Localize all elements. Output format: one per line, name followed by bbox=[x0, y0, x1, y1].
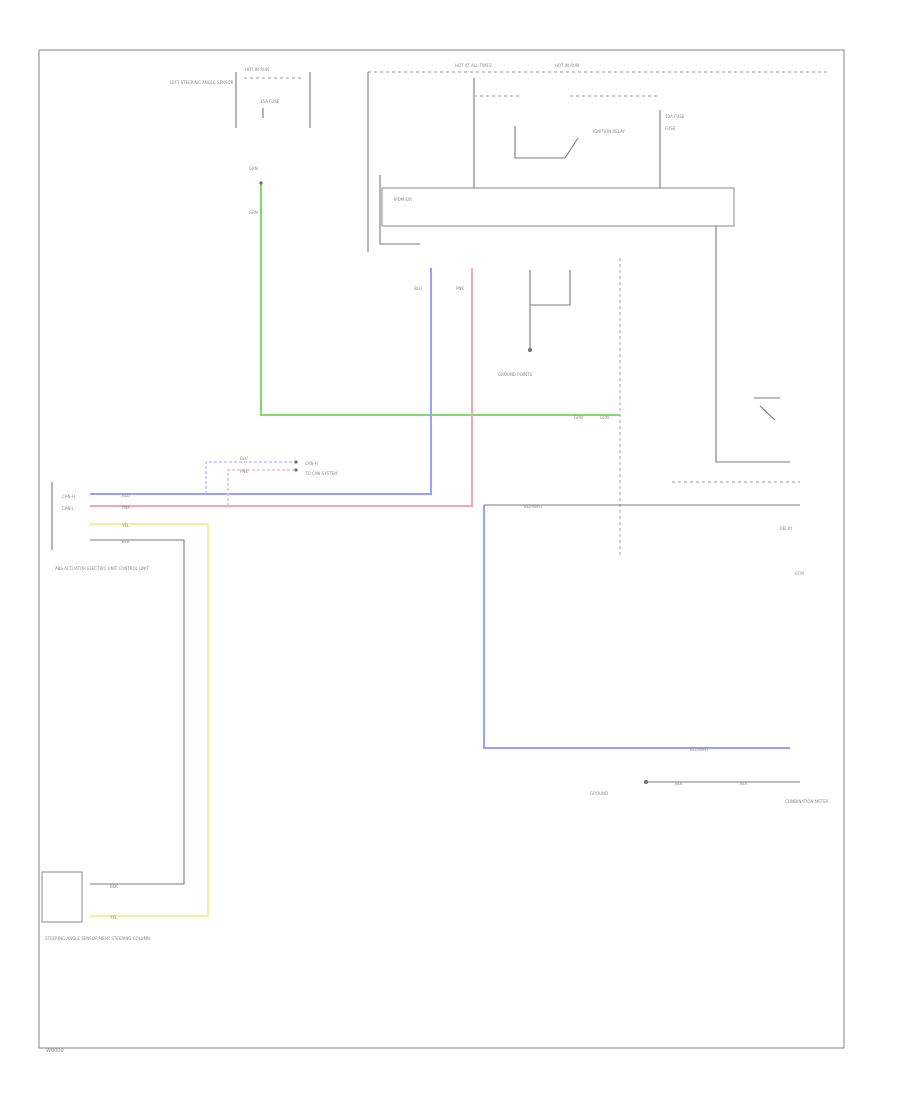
ipdm-box bbox=[381, 187, 735, 227]
pink-wire-label-left: PNK bbox=[122, 505, 130, 510]
ground-text: GROUND POINTS bbox=[498, 372, 532, 377]
right-relay-label: RELAY bbox=[780, 526, 793, 531]
blue-wire-label-left: BLU bbox=[122, 493, 130, 498]
yellow-wire-label: YEL bbox=[121, 523, 130, 528]
bottom-black-label: BLK bbox=[110, 884, 118, 889]
bottom-right-group: GROUND BLK BLK COMBINATION METER bbox=[590, 780, 829, 804]
bottom-yellow-label: YEL bbox=[109, 915, 118, 920]
splice-blu-label: BLU bbox=[240, 456, 248, 461]
fuse-left-group: HOT IN RUN 15A FUSE LEFT STEERING ANGLE … bbox=[170, 67, 311, 128]
green-wire-label-right2: GRN bbox=[600, 415, 609, 420]
diagram-frame bbox=[38, 49, 845, 1049]
left-sensor-label: ABS ACTUATOR ELECTRIC UNIT CONTROL UNIT bbox=[55, 566, 149, 571]
bottom-sensor-group: BLK YEL STEERING ANGLE SENSOR NEAR STEER… bbox=[41, 871, 150, 941]
can-splice-group: CAN-H TO CAN SYSTEM BLU PNK bbox=[205, 456, 338, 506]
bottom-right-blk2: BLK bbox=[740, 781, 748, 786]
pink-wire-label-top: PNK bbox=[456, 286, 464, 291]
blue-white-wire: BLU/WHT BLU/WHT RELAY ECM bbox=[483, 481, 804, 752]
fuse-right-label: 10A FUSE bbox=[665, 114, 685, 119]
bottom-right-blk: BLK bbox=[675, 781, 683, 786]
fuse-mid-label: FUSE bbox=[665, 126, 676, 131]
blue-wire: BLU BLU bbox=[90, 268, 432, 498]
can-h-label: CAN-H bbox=[305, 461, 318, 466]
ground-bottom-label: GROUND bbox=[590, 791, 608, 796]
left-can-l: CAN-L bbox=[62, 506, 75, 511]
pink-wire: PNK PNK bbox=[90, 268, 473, 510]
blue-wire-label-top: BLU bbox=[414, 286, 422, 291]
ignition-relay-label: IGNITION RELAY bbox=[593, 129, 626, 134]
green-wire-label-top: GRN bbox=[249, 166, 258, 171]
hot-run-left-label: HOT IN RUN bbox=[245, 67, 269, 72]
splice-pnk-label: PNK bbox=[240, 469, 248, 474]
hot-run-right-label: HOT IN RUN bbox=[555, 63, 579, 68]
fuse-left-label: 15A FUSE bbox=[260, 99, 280, 104]
right-module-label: ECM bbox=[795, 571, 804, 576]
ipdm-label: IPDM E/R bbox=[394, 197, 412, 202]
green-wire-label-right: GRN bbox=[574, 415, 583, 420]
to-can-label: TO CAN SYSTEM bbox=[304, 471, 338, 476]
hot-all-label: HOT AT ALL TIMES bbox=[455, 63, 492, 68]
green-wire: GRN GRN GRN GRN bbox=[249, 166, 620, 420]
bottom-sensor-label: STEERING ANGLE SENSOR NEAR STEERING COLU… bbox=[45, 936, 150, 941]
bottom-right-label: COMBINATION METER bbox=[785, 799, 829, 804]
left-module-group: CAN-H CAN-L ABS ACTUATOR ELECTRIC UNIT C… bbox=[51, 482, 209, 917]
black-wire-label: BLK bbox=[122, 539, 130, 544]
green-wire-label-mid: GRN bbox=[249, 210, 258, 215]
relay-ground-group: GROUND POINTS bbox=[498, 270, 571, 377]
blue-white-label-top: BLU/WHT bbox=[524, 504, 543, 509]
blue-white-label-bottom: BLU/WHT bbox=[690, 747, 709, 752]
top-right-group: HOT AT ALL TIMES HOT IN RUN 10A FUSE FUS… bbox=[367, 63, 830, 555]
sensor-top-label: LEFT STEERING ANGLE SENSOR bbox=[170, 80, 234, 85]
page-code: W0000 bbox=[46, 1048, 64, 1054]
left-can-h: CAN-H bbox=[62, 494, 75, 499]
